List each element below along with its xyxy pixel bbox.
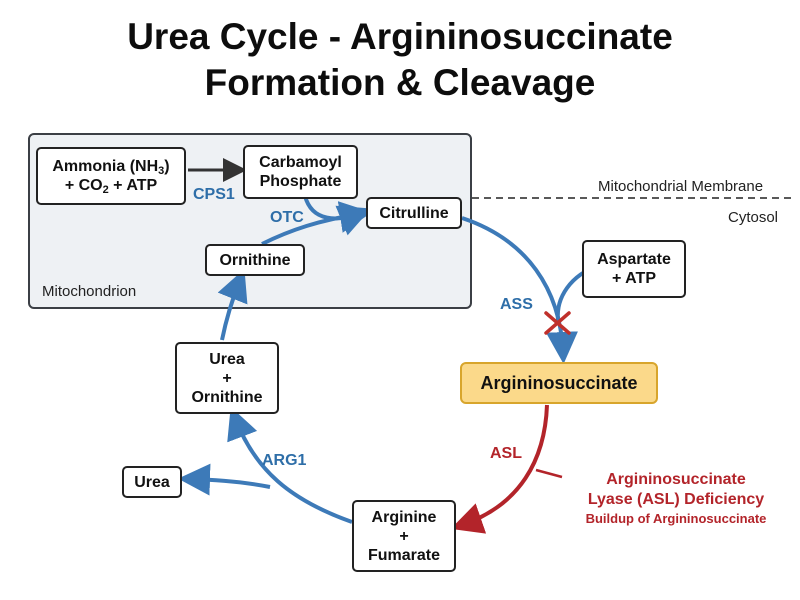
node-urea-ornithine: Urea + Ornithine xyxy=(175,342,279,414)
deficiency-line-1: Argininosuccinate xyxy=(606,471,746,488)
arrow-to-urea xyxy=(178,463,271,496)
enzyme-ass: ASS xyxy=(500,296,533,313)
membrane-label: Mitochondrial Membrane xyxy=(598,178,764,195)
node-arginine-fumarate: Arginine + Fumarate xyxy=(352,500,456,572)
deficiency-annotation: Argininosuccinate Lyase (ASL) Deficiency… xyxy=(556,470,796,528)
arrow-arginine-to-urea-ornithine xyxy=(227,406,353,524)
node-carbamoyl-phosphate: Carbamoyl Phosphate xyxy=(243,145,358,199)
node-urea: Urea xyxy=(122,466,182,498)
block-x-mark xyxy=(544,311,571,335)
enzyme-cps1: CPS1 xyxy=(193,186,235,203)
node-ornithine: Ornithine xyxy=(205,244,305,276)
enzyme-otc: OTC xyxy=(270,209,304,226)
node-citrulline: Citrulline xyxy=(366,197,462,229)
page-title: Urea Cycle - Argininosuccinate Formation… xyxy=(0,14,800,106)
enzyme-arg1: ARG1 xyxy=(262,452,307,469)
arrow-urea-ornithine-to-ornithine xyxy=(217,268,248,341)
enzyme-asl: ASL xyxy=(490,445,522,462)
node-ammonia: Ammonia (NH3) + CO2 + ATP xyxy=(36,147,186,205)
title-line-1: Urea Cycle - Argininosuccinate xyxy=(127,16,673,57)
cytosol-label: Cytosol xyxy=(728,209,779,226)
deficiency-line-3: Buildup of Argininosuccinate xyxy=(585,511,767,526)
arrow-argininosuccinate-to-arginine xyxy=(450,404,549,534)
title-line-2: Formation & Cleavage xyxy=(204,62,596,103)
arrow-ornithine-to-citrulline xyxy=(261,201,372,246)
deficiency-line-2: Lyase (ASL) Deficiency xyxy=(587,491,765,508)
node-argininosuccinate: Argininosuccinate xyxy=(460,362,658,404)
mitochondrion-label: Mitochondrion xyxy=(42,283,137,300)
arrow-citrulline-to-argininosuccinate xyxy=(461,216,579,364)
node-aspartate: Aspartate + ATP xyxy=(582,240,686,298)
deficiency-pointer xyxy=(535,468,563,479)
